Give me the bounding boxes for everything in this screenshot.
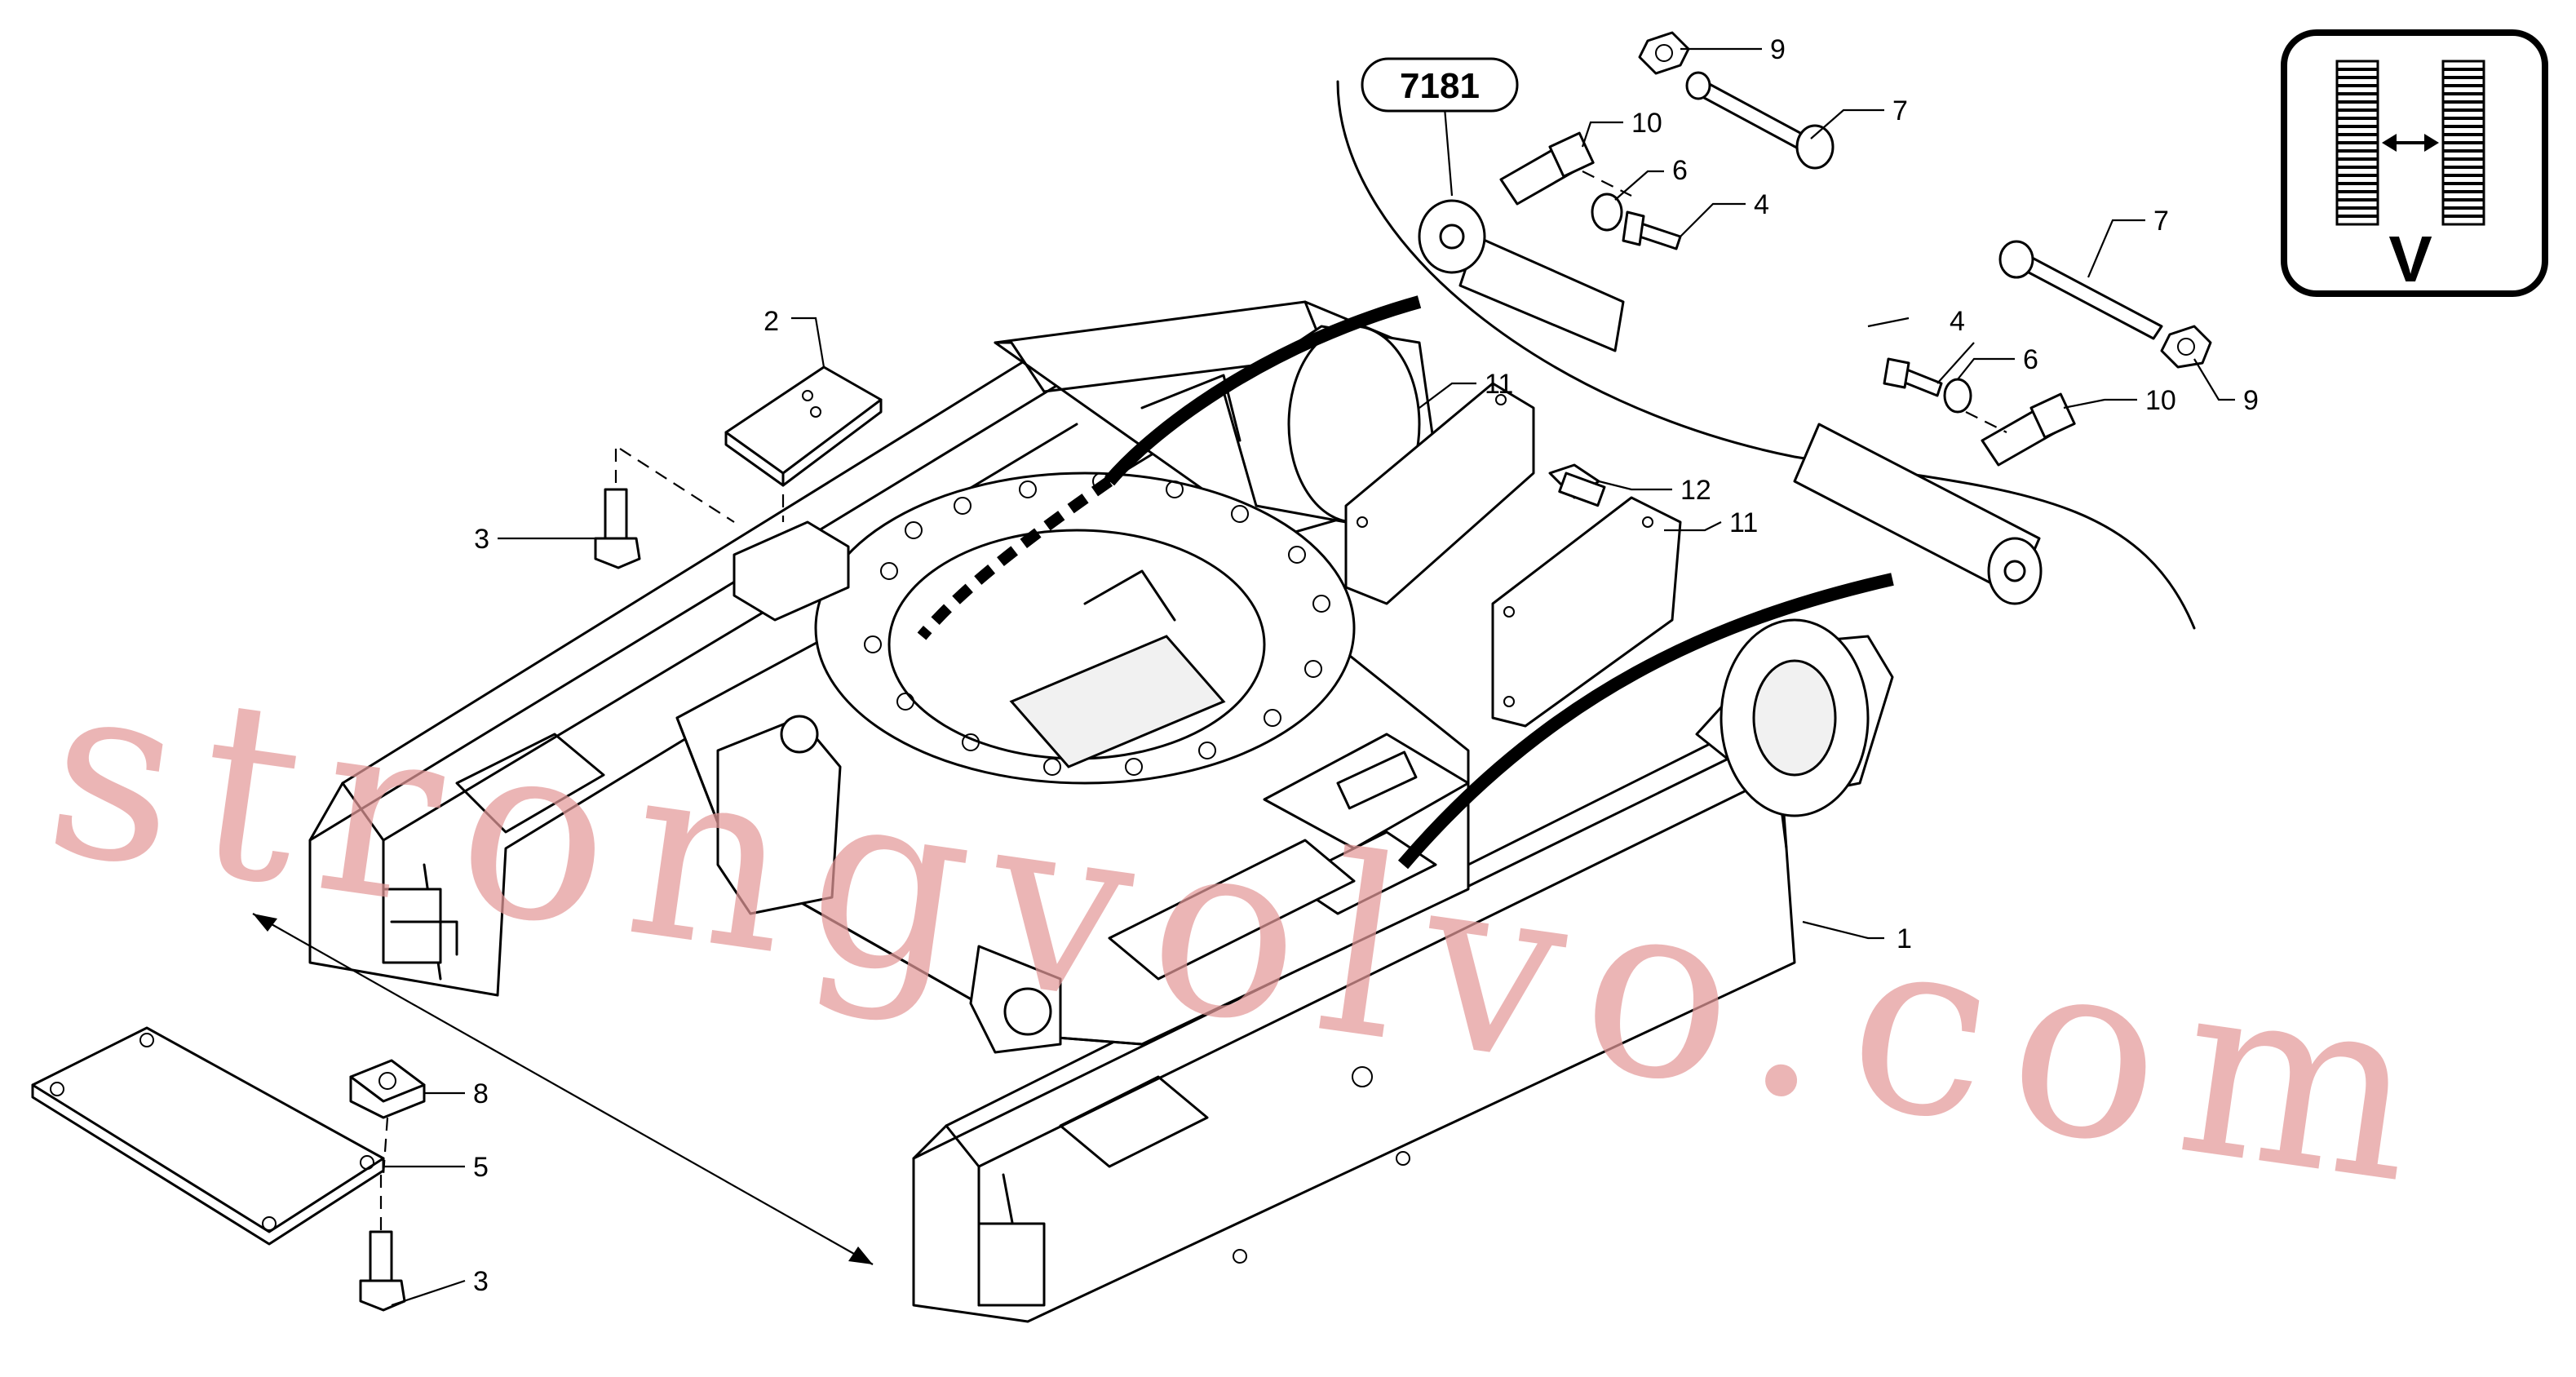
callout-7-lower: 7 bbox=[2153, 206, 2169, 237]
long-bolt-upper-part bbox=[1685, 71, 1835, 170]
bolt-lower-part bbox=[359, 1230, 406, 1312]
callout-4-upper: 4 bbox=[1754, 189, 1769, 220]
callout-1: 1 bbox=[1897, 923, 1912, 954]
callout-7-upper: 7 bbox=[1892, 95, 1908, 126]
bolt-4-lower-part bbox=[1883, 357, 1943, 397]
view-indicator: V bbox=[2281, 29, 2548, 297]
track-right-icon bbox=[2441, 60, 2485, 226]
callout-12: 12 bbox=[1680, 475, 1711, 506]
callout-6-upper: 6 bbox=[1672, 155, 1688, 186]
double-arrow-icon bbox=[2382, 134, 2439, 152]
assembly-line-clip bbox=[382, 1117, 389, 1176]
pin-lower-part bbox=[1981, 392, 2076, 467]
callout-3-lower: 3 bbox=[473, 1266, 489, 1297]
undercarriage-frame bbox=[252, 300, 1894, 1323]
track-left-icon bbox=[2335, 60, 2379, 226]
pad-part bbox=[724, 365, 883, 487]
washer-lower-part bbox=[1943, 378, 1972, 414]
callout-3-upper: 3 bbox=[474, 524, 489, 555]
grease-nipple-part bbox=[1548, 463, 1606, 507]
bolt-4-upper-part bbox=[1622, 210, 1682, 250]
long-bolt-lower-part bbox=[1998, 240, 2163, 340]
cover-plate-part bbox=[31, 1026, 385, 1246]
washer-upper-part bbox=[1591, 193, 1623, 232]
pad-seat bbox=[733, 520, 850, 622]
callout-4-lower: 4 bbox=[1950, 306, 1965, 337]
assembly-line-pin-lower bbox=[1965, 411, 2007, 433]
reference-number: 7181 bbox=[1400, 66, 1480, 106]
callout-9-lower: 9 bbox=[2243, 385, 2259, 416]
shield-left-part bbox=[1344, 382, 1535, 605]
callout-10-lower: 10 bbox=[2145, 385, 2176, 416]
callout-labels: 1 2 3 3 4 4 5 6 6 7 7 8 9 9 10 10 11 11 … bbox=[473, 34, 2259, 1297]
callout-5: 5 bbox=[473, 1152, 489, 1183]
callout-2: 2 bbox=[764, 306, 779, 337]
assembly-line-pad bbox=[619, 448, 735, 523]
shield-right-part bbox=[1491, 496, 1682, 728]
callout-leaders bbox=[383, 47, 2235, 1307]
view-letter: V bbox=[2388, 223, 2432, 295]
detail-view-bubble bbox=[917, 80, 2196, 870]
callout-6-lower: 6 bbox=[2023, 344, 2038, 375]
bolt-upper-part bbox=[594, 488, 641, 569]
pin-upper-part bbox=[1499, 131, 1595, 206]
reference-box: 7181 bbox=[1361, 57, 1519, 113]
callout-8: 8 bbox=[473, 1078, 489, 1109]
nut-lower-part bbox=[2160, 325, 2212, 369]
callout-9-upper: 9 bbox=[1770, 34, 1786, 65]
callout-10-upper: 10 bbox=[1631, 108, 1662, 139]
nut-clip-part bbox=[349, 1059, 426, 1119]
callout-11-right: 11 bbox=[1729, 507, 1758, 538]
callout-11-left: 11 bbox=[1485, 369, 1513, 400]
nut-upper-part bbox=[1638, 31, 1690, 75]
